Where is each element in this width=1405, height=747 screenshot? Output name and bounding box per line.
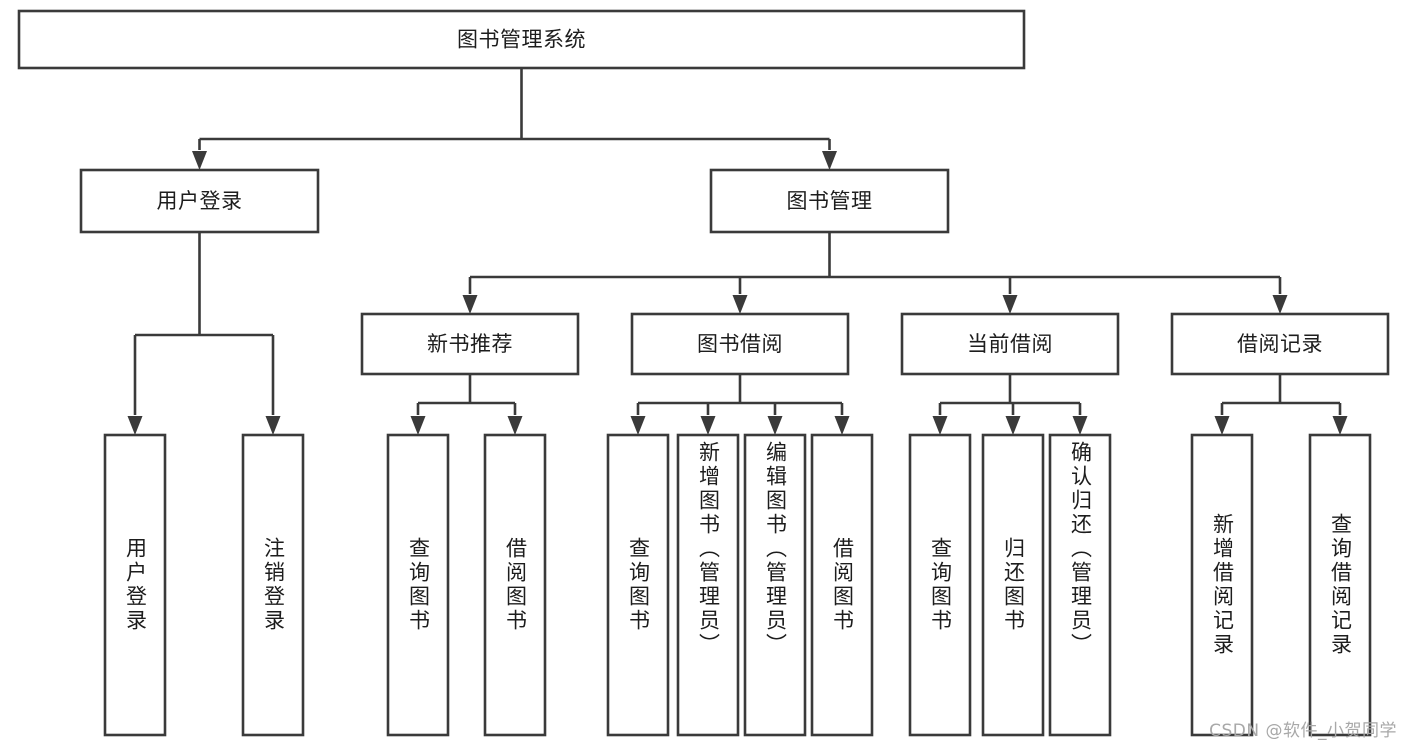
arrow-head-login-leaf-1 <box>265 416 281 435</box>
arrow-head-level2-0 <box>192 151 207 170</box>
node-leaf-box-3[interactable] <box>483 433 547 737</box>
node-level2-label-0: 用户登录 <box>157 189 243 213</box>
arrow-head-level3-0 <box>462 295 478 314</box>
node-level3-box-2[interactable] <box>900 312 1120 376</box>
arrow-head-borrow-leaf-2 <box>767 416 783 435</box>
node-level3-label-3: 借阅记录 <box>1237 332 1323 356</box>
node-leaf-box-11[interactable] <box>1190 433 1254 737</box>
arrow-head-records-leaf-1 <box>1332 416 1348 435</box>
arrow-head-records-leaf-0 <box>1214 416 1230 435</box>
node-level3-box-0[interactable] <box>360 312 580 376</box>
node-leaf-box-5[interactable] <box>676 433 740 737</box>
arrow-head-login-leaf-0 <box>127 416 143 435</box>
arrow-head-current-leaf-2 <box>1072 416 1088 435</box>
arrow-head-borrow-leaf-0 <box>630 416 646 435</box>
arrow-head-newbooks-leaf-1 <box>507 416 523 435</box>
node-level3-label-0: 新书推荐 <box>427 332 513 356</box>
arrow-head-level3-1 <box>732 295 748 314</box>
node-level2-box-1[interactable] <box>709 168 950 234</box>
node-leaf-box-4[interactable] <box>606 433 670 737</box>
node-leaf-box-1[interactable] <box>241 433 305 737</box>
arrow-head-level2-1 <box>822 151 837 170</box>
watermark-text: CSDN @软件_小贺同学 <box>1209 721 1397 741</box>
arrow-head-newbooks-leaf-0 <box>410 416 426 435</box>
node-root-label: 图书管理系统 <box>457 28 586 52</box>
arrow-head-borrow-leaf-1 <box>700 416 716 435</box>
node-level3-box-1[interactable] <box>630 312 850 376</box>
node-root-box[interactable] <box>17 9 1026 70</box>
node-leaf-box-2[interactable] <box>386 433 450 737</box>
node-level3-label-2: 当前借阅 <box>967 332 1053 356</box>
arrow-head-current-leaf-0 <box>932 416 948 435</box>
node-leaf-box-10[interactable] <box>1048 433 1112 737</box>
node-box-layer <box>17 9 1390 737</box>
arrow-head-current-leaf-1 <box>1005 416 1021 435</box>
node-leaf-box-6[interactable] <box>743 433 807 737</box>
node-leaf-box-7[interactable] <box>810 433 874 737</box>
node-leaf-box-0[interactable] <box>103 433 167 737</box>
arrow-head-level3-2 <box>1002 295 1018 314</box>
node-level3-box-3[interactable] <box>1170 312 1390 376</box>
node-leaf-box-12[interactable] <box>1308 433 1372 737</box>
connector-layer <box>127 68 1348 435</box>
node-level3-label-1: 图书借阅 <box>697 332 783 356</box>
node-leaf-box-9[interactable] <box>981 433 1045 737</box>
arrow-head-level3-3 <box>1272 295 1288 314</box>
node-level2-label-1: 图书管理 <box>787 189 873 213</box>
node-leaf-box-8[interactable] <box>908 433 972 737</box>
node-level2-box-0[interactable] <box>79 168 320 234</box>
arrow-head-borrow-leaf-3 <box>834 416 850 435</box>
